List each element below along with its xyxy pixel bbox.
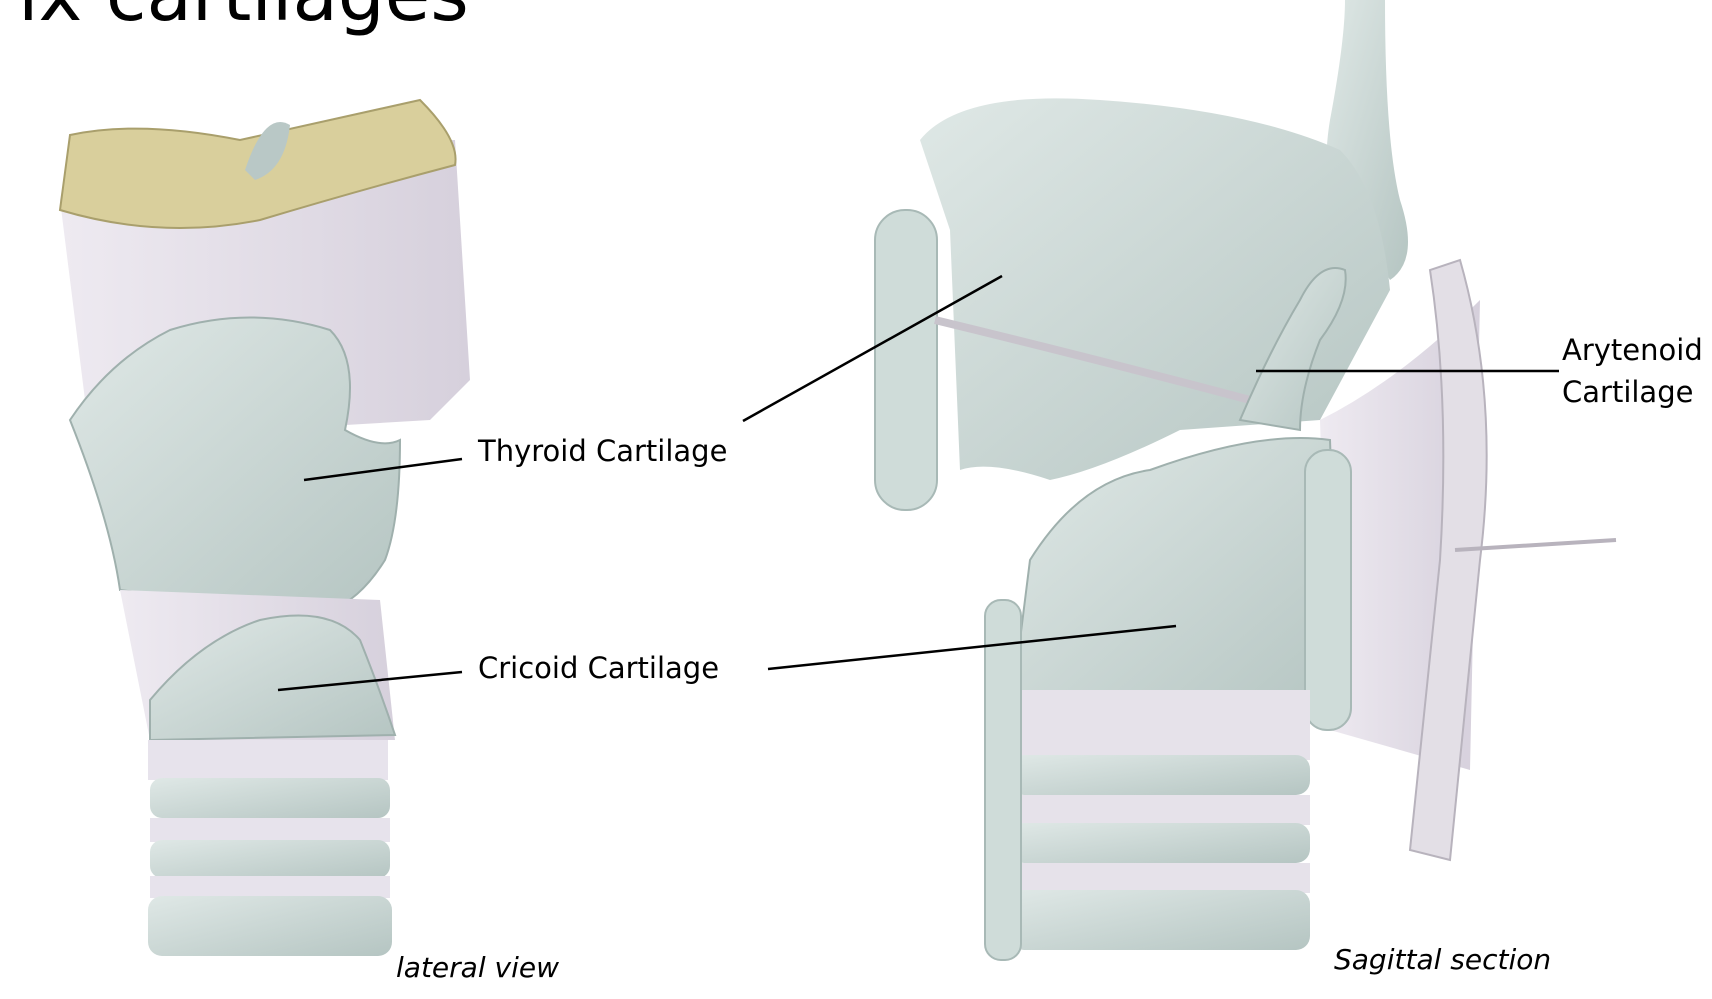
- lateral-view-caption: lateral view: [396, 951, 559, 984]
- arytenoid-cartilage: [1238, 267, 1347, 432]
- tracheal-rings: [148, 740, 392, 956]
- vocal-ligament: [934, 316, 1252, 404]
- thyroid-cut-edge: [874, 209, 938, 511]
- slide-title: ix cartilages: [18, 0, 469, 38]
- cricoid-leader-line-right: [767, 624, 1177, 671]
- cricoid-cartilage-section: [1008, 437, 1342, 721]
- arytenoid-label-line1: Arytenoid: [1562, 333, 1703, 367]
- anterior-cut-edge: [984, 599, 1022, 961]
- tracheal-rings-section: [1010, 690, 1310, 950]
- sagittal-section-caption: Sagittal section: [1334, 943, 1552, 976]
- cricoid-cartilage: [149, 614, 397, 742]
- cricoid-cut-edge: [1304, 449, 1352, 731]
- posterior-probe: [1454, 538, 1617, 552]
- arytenoid-label-line2: Cartilage: [1562, 375, 1694, 409]
- cricoid-cartilage-label: Cricoid Cartilage: [478, 651, 720, 685]
- cricoid-leader-line-left: [277, 670, 463, 692]
- larynx-sagittal-section: [874, 0, 1617, 961]
- esophagus-wall: [1408, 258, 1488, 862]
- thyroid-cartilage-label: Thyroid Cartilage: [478, 434, 728, 468]
- thyroid-leader-line-left: [303, 457, 463, 482]
- epiglottis-tip: [245, 122, 290, 180]
- thyroid-leader-line-right: [742, 274, 1003, 423]
- larynx-lateral-view: [58, 98, 470, 956]
